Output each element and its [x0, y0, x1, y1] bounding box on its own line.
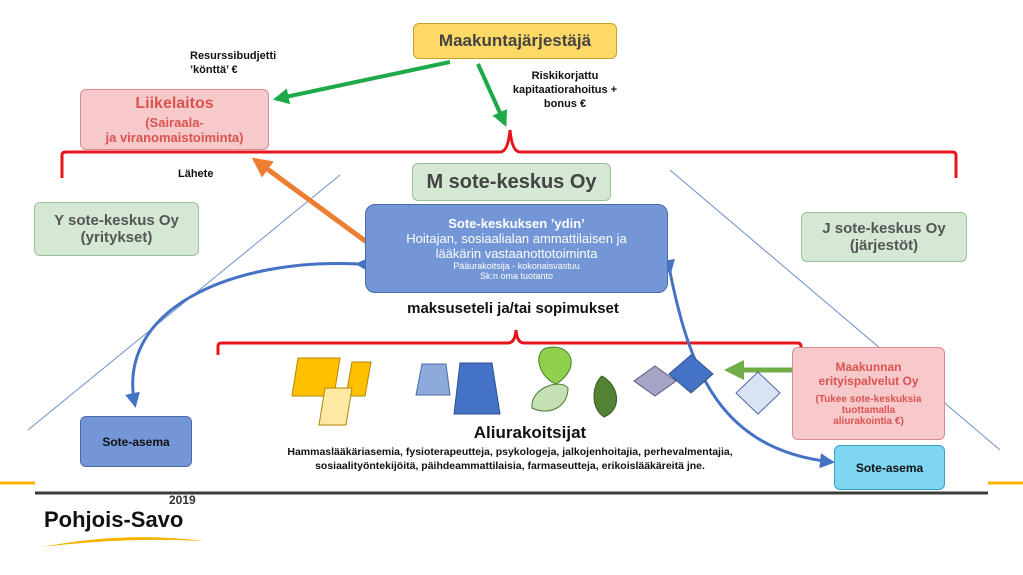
resource-budget-line2: ’könttä’ €	[190, 64, 238, 76]
liikelaitos-line2: ja viranomaistoiminta)	[105, 129, 244, 145]
subcontractor-shapes	[291, 346, 781, 426]
y-center-line1: Y sote-keskus Oy	[54, 212, 179, 229]
diamond-shape-1	[633, 365, 677, 397]
m-center-box: M sote-keskus Oy	[412, 163, 611, 201]
organizer-box: Maakuntajärjestäjä	[413, 23, 617, 59]
j-center-box: J sote-keskus Oy (järjestöt)	[801, 212, 967, 262]
diamond-shape-2	[668, 354, 714, 394]
referral-arrow	[251, 157, 370, 246]
subcontractors-line1: Hammaslääkäriasemia, fysioterapeutteja, …	[287, 446, 733, 458]
logo-name: Pohjois-Savo	[44, 507, 184, 532]
leaf-shape-1	[538, 346, 572, 385]
core-line1: Hoitajan, sosiaalialan ammattilaisen ja	[406, 231, 627, 246]
core-title: Sote-keskuksen ’ydin’	[448, 216, 585, 231]
organizer-label: Maakuntajärjestäjä	[438, 31, 592, 50]
core-line4: Sk:n oma tuotanto	[479, 271, 554, 281]
logo: 2019 Pohjois-Savo	[38, 493, 208, 553]
risk-funding-line2: kapitaatiorahoitus +	[512, 84, 618, 96]
liikelaitos-line1: (Sairaala-	[145, 114, 204, 130]
budget-arrow	[272, 60, 451, 105]
core-to-left-station-arrow	[125, 257, 371, 408]
m-center-label: M sote-keskus Oy	[426, 170, 597, 193]
referral-label: Lähete	[178, 168, 214, 180]
parallelogram-shape-3	[318, 387, 353, 426]
liikelaitos-box: Liikelaitos (Sairaala- ja viranomaistoim…	[80, 89, 269, 150]
y-center-line2: (yritykset)	[80, 229, 153, 246]
subcontractors-list: Hammaslääkäriasemia, fysioterapeutteja, …	[230, 445, 790, 473]
core-to-right-station-arrow	[660, 258, 835, 469]
resource-budget-label: Resurssibudjetti ’könttä’ €	[190, 49, 276, 77]
station-right-box: Sote-asema	[834, 445, 945, 490]
resource-budget-line1: Resurssibudjetti	[190, 50, 277, 62]
subcontractors-line2: sosiaalityöntekijöitä, päihdeammattilais…	[315, 460, 705, 472]
liikelaitos-title: Liikelaitos	[135, 94, 214, 112]
funding-arrow	[476, 63, 508, 127]
diagonal-line-right	[669, 169, 1001, 451]
risk-funding-line3: bonus €	[543, 98, 587, 110]
leaf-shape-3	[593, 375, 617, 418]
core-box: Sote-keskuksen ’ydin’ Hoitajan, sosiaali…	[365, 204, 668, 293]
trapezoid-shape-large	[453, 362, 501, 415]
y-center-box: Y sote-keskus Oy (yritykset)	[34, 202, 199, 256]
logo-year: 2019	[169, 493, 196, 507]
trapezoid-shape-small	[415, 363, 451, 396]
risk-funding-label: Riskikorjattu kapitaatiorahoitus + bonus…	[510, 69, 620, 111]
core-line2: lääkärin vastaanottotoiminta	[435, 246, 598, 261]
subcontractors-title: Aliurakoitsijat	[473, 423, 587, 442]
diamond-shape-3	[735, 371, 781, 415]
risk-funding-line1: Riskikorjattu	[531, 70, 599, 82]
regional-services-line2: erityispalvelut Oy	[818, 374, 919, 388]
station-left-box: Sote-asema	[80, 416, 192, 467]
payment-label: maksuseteli ja/tai sopimukset	[407, 300, 619, 317]
station-right-label: Sote-asema	[855, 460, 924, 475]
leaf-shape-2	[531, 383, 569, 412]
core-line3: Pääurakoitsija - kokonaisvastuu	[453, 261, 580, 271]
j-center-line2: (järjestöt)	[849, 237, 919, 254]
j-center-line1: J sote-keskus Oy	[822, 220, 946, 237]
regional-services-line3: (Tukee sote-keskuksia	[815, 394, 922, 405]
subcontractor-bracket	[216, 329, 803, 355]
regional-services-line4: tuottamalla	[841, 405, 896, 416]
top-bracket	[60, 129, 958, 178]
regional-services-line1: Maakunnan	[835, 360, 902, 374]
regional-services-line5: aliurakointia €)	[833, 416, 904, 427]
station-left-label: Sote-asema	[102, 434, 170, 449]
regional-services-box: Maakunnan erityispalvelut Oy (Tukee sote…	[792, 347, 945, 440]
logo-swoosh	[42, 537, 204, 547]
